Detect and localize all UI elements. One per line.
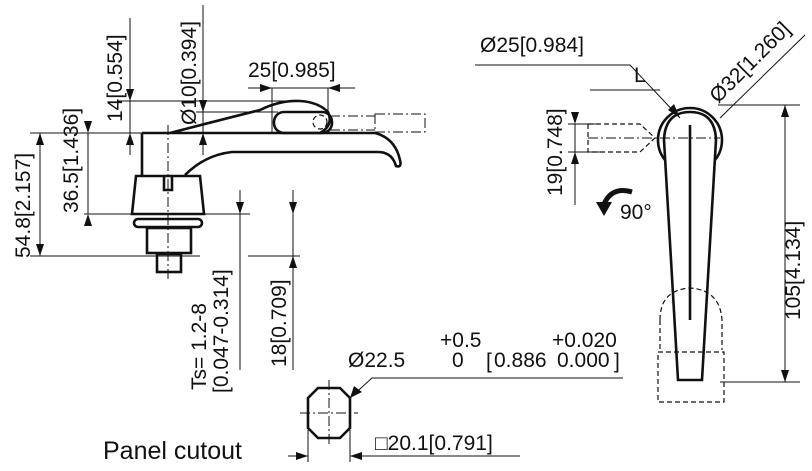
thickness-range-inch-dim: [0.047-0.314] — [210, 269, 233, 393]
key-phantom — [374, 113, 426, 133]
cutout-diameter-inch: 0.886 — [494, 349, 547, 372]
bracket-close: ] — [614, 350, 620, 373]
stud — [155, 252, 183, 274]
lock-diameter-dim: Ø10[0.394] — [178, 21, 201, 125]
cutout-tol-lower: 0 — [452, 349, 464, 372]
panel-cutout-label: Panel cutout — [103, 437, 242, 465]
bracket-open: [ — [486, 350, 492, 373]
length-label: L — [634, 64, 646, 87]
cutout-shape — [306, 386, 352, 440]
cutout-tol-lower-inch: 0.000 — [557, 349, 610, 372]
cutout-tol-upper-inch: +0.020 — [552, 329, 617, 352]
rotation-arrow-icon — [601, 188, 633, 206]
rotated-handle-phantom — [657, 287, 725, 403]
thickness-range-dim: Ts= 1.2-8 — [188, 303, 211, 390]
outer-diameter-dim: Ø32[1.260] — [705, 18, 795, 108]
lock-slot — [272, 110, 334, 135]
nut — [145, 226, 193, 255]
cutout-tol-upper: +0.5 — [440, 329, 481, 352]
lock-width-dim: 25[0.985] — [248, 59, 336, 82]
cutout-square-size: □20.1[0.791] — [375, 432, 493, 455]
cutout-diameter: Ø22.5 — [348, 349, 405, 372]
handle-height-dim: 36.5[1.436] — [60, 108, 83, 213]
overall-height-dim: 54.8[2.157] — [12, 153, 35, 258]
body-depth-dim: 18[0.709] — [268, 279, 291, 367]
lock-height-dim: 19[0.748] — [544, 108, 567, 196]
key-phantom-front — [587, 123, 656, 153]
panel-cutout-view: Panel cutout Ø22.5 +0.5 0 [ 0.886 +0.020… — [103, 329, 623, 465]
inner-diameter-dim: Ø25[0.984] — [480, 34, 584, 57]
front-view: Ø25[0.984] L Ø32[1.260] 19[0.748] 90° 10… — [475, 18, 806, 403]
rotation-angle: 90° — [620, 201, 652, 224]
side-view: 54.8[2.157] 36.5[1.436] 14[0.554] Ø10[0.… — [12, 5, 426, 393]
lock-cylinder — [312, 114, 328, 130]
handle-length-dim: 105[4.134] — [782, 221, 805, 320]
lock-offset-dim: 14[0.554] — [104, 34, 127, 122]
